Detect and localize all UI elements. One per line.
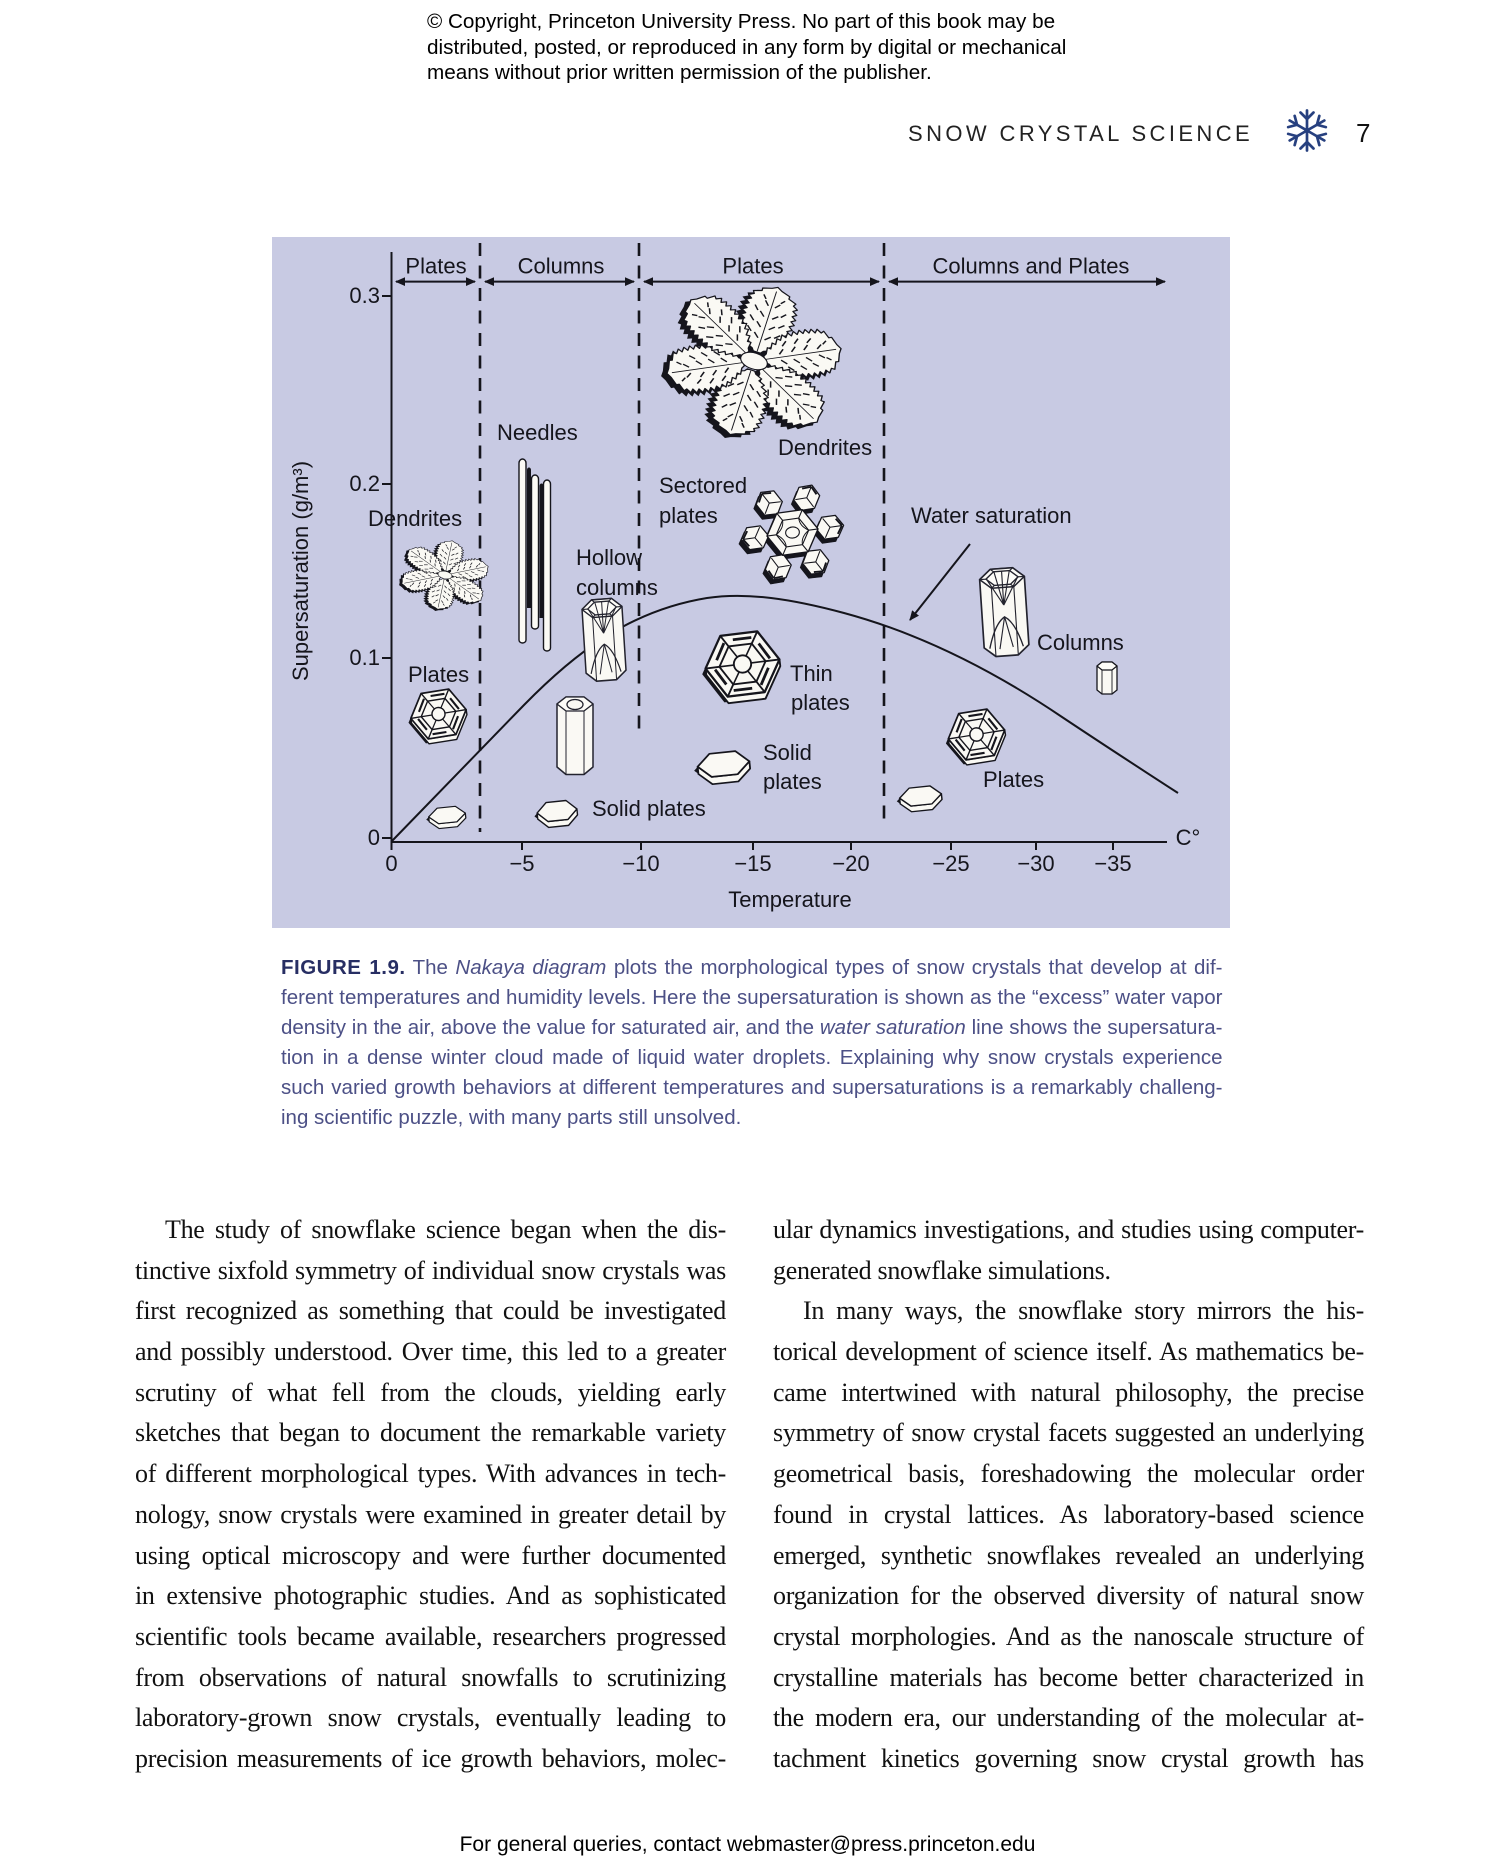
svg-text:plates: plates — [791, 690, 850, 715]
svg-text:Plates: Plates — [405, 254, 466, 279]
svg-text:0: 0 — [368, 825, 380, 850]
svg-text:Dendrites: Dendrites — [778, 435, 872, 460]
svg-text:−20: −20 — [832, 851, 869, 876]
svg-text:−35: −35 — [1094, 851, 1131, 876]
svg-text:−5: −5 — [509, 851, 534, 876]
svg-text:Dendrites: Dendrites — [368, 506, 462, 531]
svg-text:plates: plates — [763, 769, 822, 794]
svg-text:−15: −15 — [734, 851, 771, 876]
svg-text:Sectored: Sectored — [659, 473, 747, 498]
svg-text:Thin: Thin — [790, 661, 833, 686]
svg-text:0.2: 0.2 — [349, 471, 380, 496]
svg-text:columns: columns — [576, 575, 658, 600]
svg-text:0: 0 — [385, 851, 397, 876]
svg-text:Columns: Columns — [1037, 630, 1124, 655]
svg-text:Solid: Solid — [763, 740, 812, 765]
svg-text:Plates: Plates — [722, 254, 783, 279]
svg-text:plates: plates — [659, 503, 718, 528]
svg-text:Water saturation: Water saturation — [911, 503, 1072, 528]
svg-text:Supersaturation (g/m³): Supersaturation (g/m³) — [288, 461, 313, 681]
svg-text:−30: −30 — [1017, 851, 1054, 876]
svg-text:Temperature: Temperature — [728, 887, 852, 912]
svg-text:0.1: 0.1 — [349, 645, 380, 670]
svg-text:C°: C° — [1176, 825, 1201, 850]
svg-text:Solid plates: Solid plates — [592, 796, 706, 821]
svg-text:Needles: Needles — [497, 420, 578, 445]
svg-text:Plates: Plates — [408, 662, 469, 687]
svg-text:0.3: 0.3 — [349, 283, 380, 308]
svg-text:Plates: Plates — [983, 767, 1044, 792]
svg-text:−10: −10 — [622, 851, 659, 876]
svg-text:Columns and Plates: Columns and Plates — [933, 254, 1130, 279]
svg-text:−25: −25 — [932, 851, 969, 876]
svg-text:Columns: Columns — [518, 254, 605, 279]
svg-text:Hollow: Hollow — [576, 545, 642, 570]
